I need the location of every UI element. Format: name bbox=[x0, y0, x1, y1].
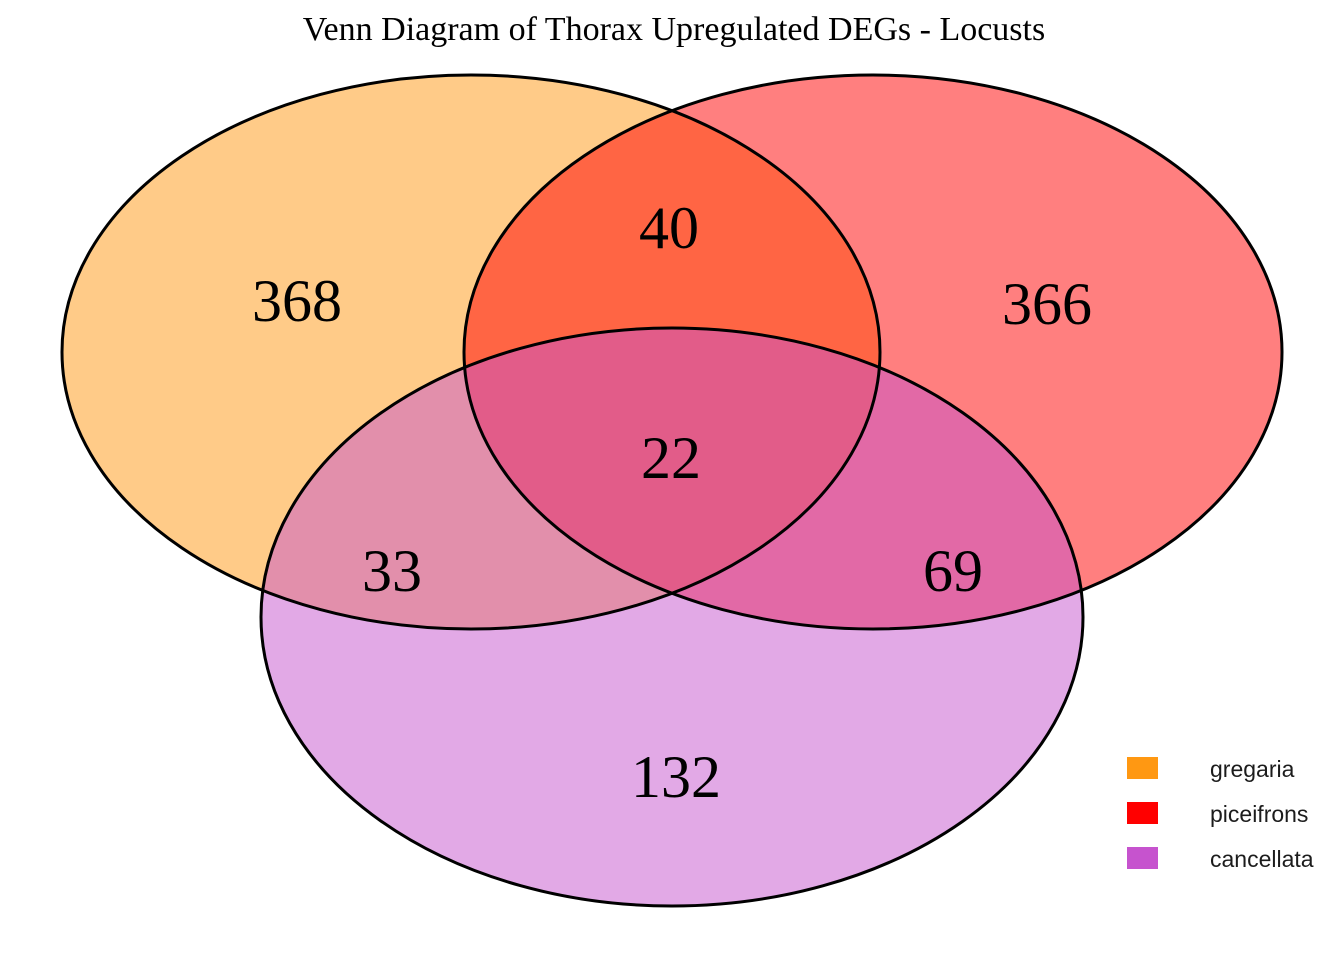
region-count-piceifrons: 366 bbox=[1002, 271, 1092, 337]
venn-ellipse-gregaria-outline bbox=[60, 73, 882, 631]
region-count-gregaria-piceifrons: 40 bbox=[639, 195, 699, 261]
legend-label-piceifrons: piceifrons bbox=[1210, 801, 1308, 827]
legend: gregaria piceifrons cancellata bbox=[1127, 756, 1314, 872]
venn-ellipse-cancellata-outline bbox=[259, 326, 1085, 908]
region-count-all-three: 22 bbox=[641, 425, 701, 491]
region-count-cancellata: 132 bbox=[631, 744, 721, 810]
legend-swatch-piceifrons bbox=[1127, 802, 1158, 824]
legend-label-gregaria: gregaria bbox=[1210, 756, 1295, 782]
region-count-piceifrons-cancellata: 69 bbox=[923, 538, 983, 604]
region-count-gregaria: 368 bbox=[252, 268, 342, 334]
legend-item-gregaria: gregaria bbox=[1127, 756, 1295, 782]
legend-swatch-cancellata bbox=[1127, 847, 1158, 869]
legend-item-cancellata: cancellata bbox=[1127, 846, 1314, 872]
legend-swatch-gregaria bbox=[1127, 757, 1158, 779]
region-counts: 368 366 132 40 33 69 22 bbox=[252, 195, 1092, 810]
venn-outlines bbox=[60, 73, 1284, 908]
chart-title: Venn Diagram of Thorax Upregulated DEGs … bbox=[303, 11, 1045, 48]
legend-item-piceifrons: piceifrons bbox=[1127, 801, 1308, 827]
region-count-gregaria-cancellata: 33 bbox=[362, 538, 422, 604]
venn-fills bbox=[62, 75, 1282, 906]
legend-label-cancellata: cancellata bbox=[1210, 846, 1314, 872]
venn-ellipse-piceifrons-outline bbox=[462, 73, 1284, 631]
venn-ellipse-cancellata-fill bbox=[261, 328, 1083, 906]
